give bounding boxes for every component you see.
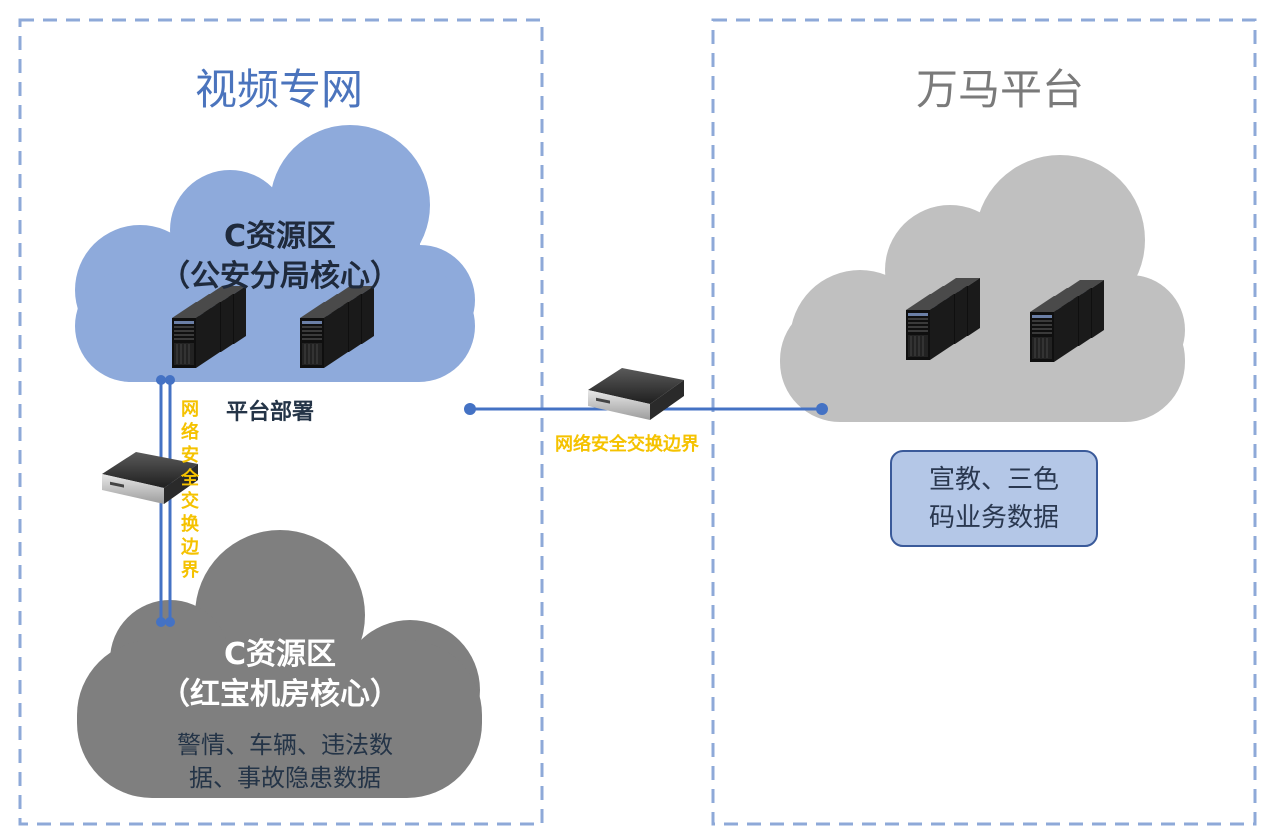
- platform-deploy-label: 平台部署: [226, 400, 315, 425]
- data-box-line2: 码业务数据: [928, 503, 1059, 533]
- cloud-police-subtitle: （公安分局核心）: [160, 259, 400, 294]
- cloud-hongbao-core: [77, 530, 482, 798]
- zone-title-wanma: 万马平台: [915, 65, 1084, 114]
- data-box: [890, 450, 1098, 547]
- cloud-hongbao-data-line2: 据、事故隐患数据: [189, 764, 381, 792]
- right-zone-border: [711, 18, 1257, 826]
- data-box-line1: 宣教、三色: [928, 465, 1059, 495]
- zone-title-video-net: 视频专网: [194, 65, 363, 114]
- vertical-exchange-label: 网络安全交换边界: [181, 399, 199, 581]
- cloud-police-title: C资源区: [223, 219, 337, 254]
- left-zone-border: [18, 18, 544, 826]
- cloud-hongbao-data-line1: 警情、车辆、违法数: [177, 731, 393, 759]
- cloud-hongbao-subtitle: （红宝机房核心）: [160, 677, 400, 712]
- gateway-device-icon: [588, 368, 684, 420]
- cloud-hongbao-title: C资源区: [223, 637, 337, 672]
- cloud-wanma-platform: [780, 155, 1185, 422]
- horizontal-exchange-label: 网络安全交换边界: [555, 434, 699, 455]
